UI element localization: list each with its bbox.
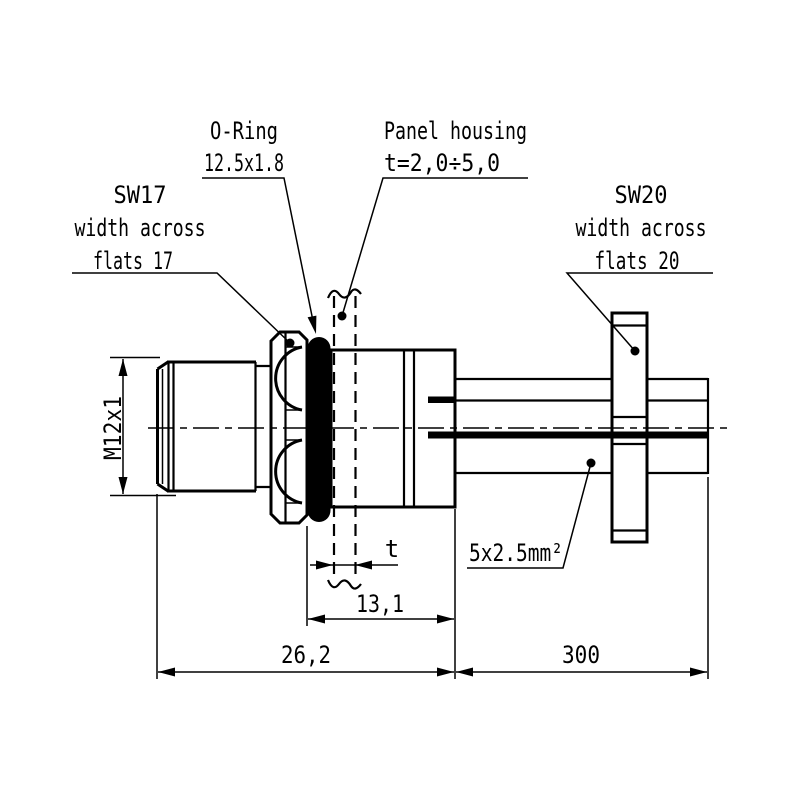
callout-sw17-line2: width across [75, 214, 206, 242]
callout-panel-line1: Panel housing [384, 117, 527, 145]
panel-break-top [326, 288, 362, 299]
callout-oring-line2: 12.5x1.8 [204, 149, 284, 177]
callout-oring-line1: O-Ring [210, 117, 278, 145]
dim-131-value: 13,1 [356, 590, 404, 618]
dim-m12: M12x1 [99, 356, 176, 497]
callout-oring-leader-arrow [307, 315, 317, 334]
callout-sw17-leader-dot [285, 338, 295, 348]
callout-oring: O-Ring 12.5x1.8 [202, 117, 317, 334]
dim-262-arrow-left [158, 667, 175, 677]
dim-m12-arrow-bottom [118, 477, 128, 494]
thread-chamfer-bottom [156, 482, 169, 493]
callout-sw17-line1: SW17 [114, 181, 167, 209]
conductor-long [428, 431, 708, 439]
callout-wire-spec-text: 5x2.5mm² [469, 539, 563, 567]
dim-panel-thickness: t [310, 535, 399, 570]
callout-sw17-leader [72, 272, 291, 344]
dim-131-arrow-right [437, 614, 454, 624]
neck [255, 364, 272, 489]
callout-sw20-line2: width across [576, 214, 707, 242]
o-ring [307, 337, 331, 522]
callout-sw20-leader-dot [630, 346, 640, 356]
callout-sw20: SW20 width across flats 20 [565, 181, 713, 356]
callout-panel-leader-dot [337, 311, 347, 321]
dim-262-arrow-right [437, 667, 454, 677]
callout-wire-spec-leader [467, 462, 592, 569]
dim-t-arrow-right [355, 560, 372, 570]
sw17-hex-arc-bottom [274, 438, 303, 505]
thread-chamfer-top [156, 360, 169, 371]
conductor-stub [428, 396, 456, 403]
callout-panel-line2: t=2,0÷5,0 [384, 149, 500, 177]
dim-131-arrow-left [308, 614, 325, 624]
dim-300-arrow-left [456, 667, 473, 677]
wire-bundle [455, 377, 710, 475]
callout-sw17: SW17 width across flats 17 [72, 181, 295, 348]
callout-sw20-line1: SW20 [615, 181, 668, 209]
panel-break-bottom [326, 579, 362, 590]
callout-wire-spec: 5x2.5mm² [467, 458, 596, 569]
sw17-hex-arc-top [274, 345, 303, 412]
sw17-collar-outline [269, 330, 309, 525]
dim-t-arrow-left [316, 560, 333, 570]
black-conductors [428, 396, 708, 439]
callout-oring-leader [202, 177, 314, 322]
callout-wire-spec-leader-dot [586, 458, 596, 468]
dim-300-value: 300 [562, 641, 600, 669]
dim-m12-arrow-top [118, 359, 128, 376]
dim-wire-length: 300 [456, 477, 709, 679]
dim-300-arrow-right [690, 667, 707, 677]
thread-spec-label: M12x1 [99, 396, 127, 460]
thread-m12 [156, 360, 257, 493]
dim-front-length: 13,1 [306, 526, 454, 626]
callout-sw20-leader [565, 272, 713, 352]
callout-sw20-line3: flats 20 [595, 247, 680, 275]
dim-t-value: t [385, 535, 399, 563]
callout-panel-housing: Panel housing t=2,0÷5,0 [337, 117, 528, 321]
callout-panel-leader [341, 177, 528, 317]
callout-sw17-line3: flats 17 [93, 247, 173, 275]
panel-section [326, 288, 362, 590]
dim-total-length: 26,2 [156, 494, 456, 679]
dim-262-value: 26,2 [281, 641, 331, 669]
